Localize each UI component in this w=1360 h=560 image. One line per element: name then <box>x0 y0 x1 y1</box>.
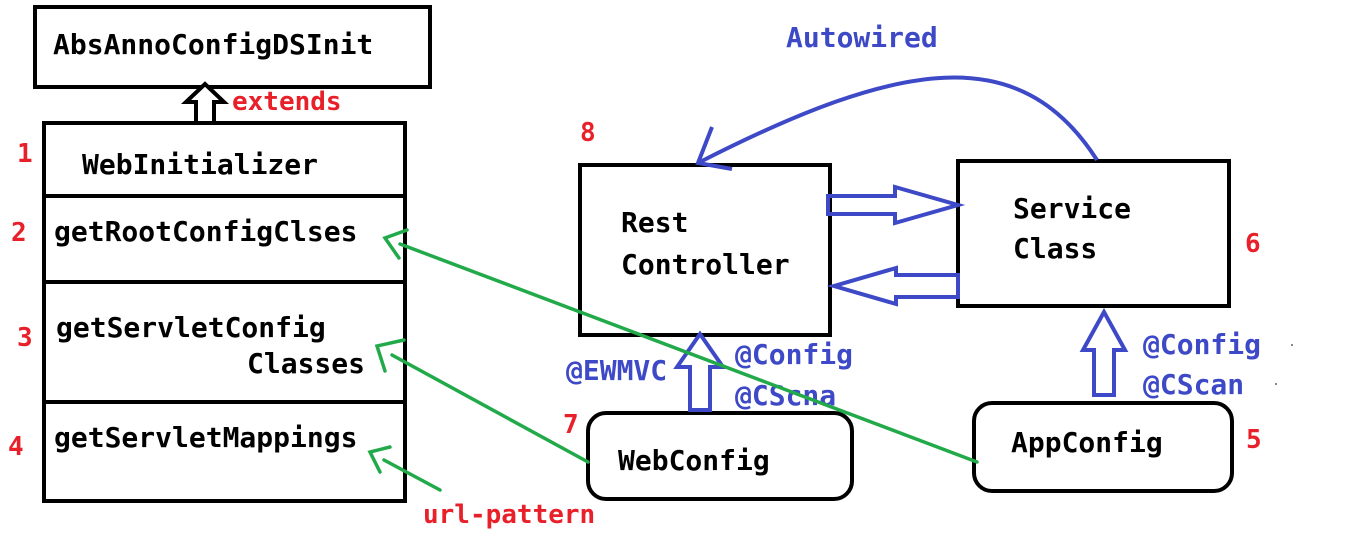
app-config-box <box>972 401 1234 493</box>
service-class-label-1: Service <box>1013 192 1131 225</box>
service-class-box <box>956 159 1231 308</box>
autowired-label: Autowired <box>786 21 938 54</box>
web-config-label: WebConfig <box>618 444 770 477</box>
rest-controller-box <box>578 163 832 337</box>
get-root-config-label: getRootConfigClses <box>54 215 357 248</box>
number-6: 6 <box>1245 229 1261 259</box>
speck-1 <box>1291 344 1293 346</box>
web-initializer-stack <box>42 121 407 503</box>
url-pattern-arrowhead <box>367 445 392 474</box>
url-pattern-arrow <box>382 458 442 492</box>
extends-label: extends <box>232 87 342 117</box>
web-initializer-label: WebInitializer <box>82 148 318 181</box>
app-config-annotation-1: @Config <box>1143 328 1261 361</box>
autowired-arrow <box>699 75 1099 164</box>
appconfig-to-root-arrow <box>398 242 979 464</box>
webconfig-to-servlet-arrow <box>390 353 590 464</box>
number-3: 3 <box>17 323 33 353</box>
url-pattern-label: url-pattern <box>423 500 595 530</box>
number-8: 8 <box>580 118 596 148</box>
number-7: 7 <box>563 410 579 440</box>
autowired-arrowhead <box>695 126 733 171</box>
app-config-annotation-2: @CScan <box>1143 368 1244 401</box>
ewmvc-label: @EWMVC <box>566 354 667 387</box>
abs-anno-config-box <box>33 5 432 89</box>
number-5: 5 <box>1246 425 1262 455</box>
rest-controller-label-1: Rest <box>621 206 688 239</box>
get-servlet-config-label: getServletConfig <box>56 311 326 344</box>
service-class-label-2: Class <box>1013 232 1097 265</box>
web-config-box <box>586 411 854 501</box>
extends-arrow <box>180 81 230 122</box>
rest-controller-label-2: Controller <box>621 248 790 281</box>
speck-2 <box>1275 383 1277 385</box>
service-to-rest-arrow <box>826 265 960 307</box>
webconfig-to-servlet-arrowhead <box>374 338 406 373</box>
number-1: 1 <box>17 139 33 169</box>
webconfig-to-rest-arrow <box>673 330 727 412</box>
rest-to-service-arrow <box>826 184 966 226</box>
app-config-label: AppConfig <box>1011 426 1163 459</box>
web-config-annotation-1: @Config <box>735 338 853 371</box>
get-servlet-mappings-label: getServletMappings <box>54 421 357 454</box>
abs-anno-config-label: AbsAnnoConfigDSInit <box>53 28 373 61</box>
get-servlet-classes-label: Classes <box>247 347 365 380</box>
web-config-annotation-2: @CScna <box>735 379 836 412</box>
appconfig-to-service-arrow <box>1079 307 1129 397</box>
appconfig-to-root-arrowhead <box>382 228 409 260</box>
number-2: 2 <box>11 218 27 248</box>
number-4: 4 <box>8 432 24 462</box>
